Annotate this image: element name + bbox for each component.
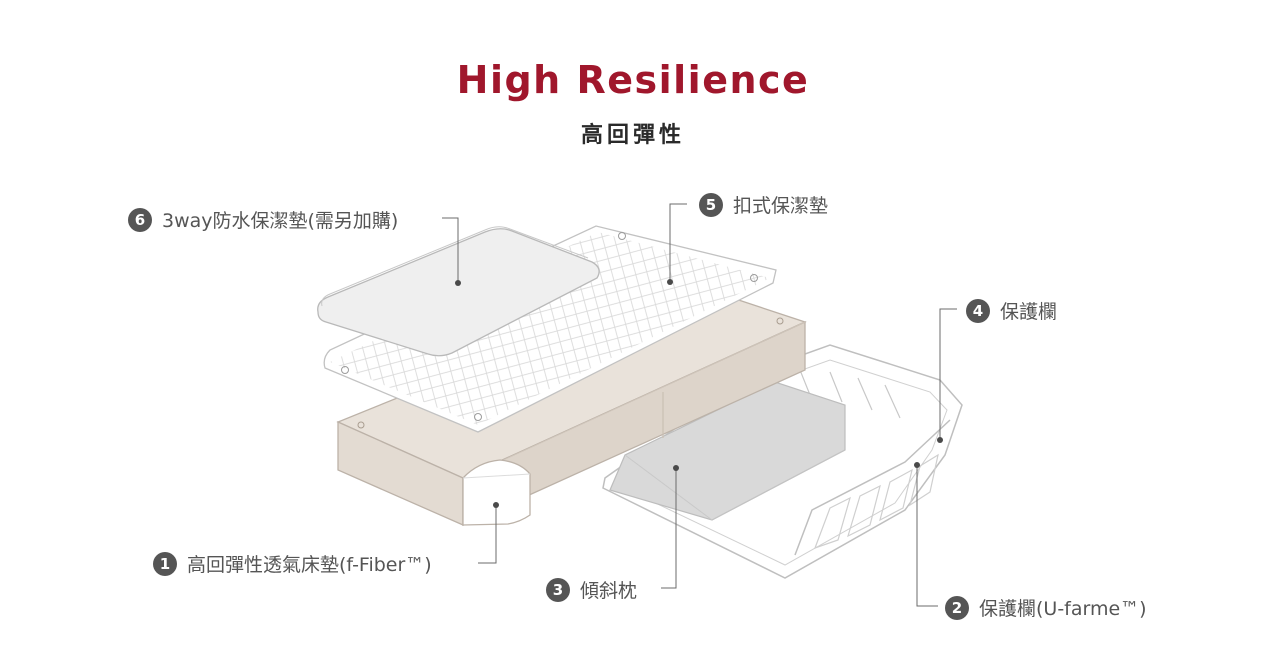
callout-text: 3way防水保潔墊(需另加購) bbox=[162, 206, 398, 233]
callout-number-badge: 4 bbox=[966, 299, 990, 323]
callout-number-badge: 5 bbox=[699, 193, 723, 217]
callout-text: 傾斜枕 bbox=[580, 576, 637, 603]
callout-1-mattress: 1 高回彈性透氣床墊(f-Fiber™) bbox=[153, 550, 432, 577]
callout-number-badge: 3 bbox=[546, 578, 570, 602]
callout-6-waterproof-pad: 6 3way防水保潔墊(需另加購) bbox=[128, 206, 398, 233]
callout-text: 保護欄(U-farme™) bbox=[979, 594, 1147, 621]
callout-number-badge: 6 bbox=[128, 208, 152, 232]
callout-text: 扣式保潔墊 bbox=[733, 191, 828, 218]
callout-text: 保護欄 bbox=[1000, 297, 1057, 324]
callout-number-badge: 2 bbox=[945, 596, 969, 620]
callout-2-u-frame: 2 保護欄(U-farme™) bbox=[945, 594, 1147, 621]
callout-number-badge: 1 bbox=[153, 552, 177, 576]
callout-5-button-pad: 5 扣式保潔墊 bbox=[699, 191, 828, 218]
callout-text: 高回彈性透氣床墊(f-Fiber™) bbox=[187, 550, 432, 577]
callout-3-wedge-pillow: 3 傾斜枕 bbox=[546, 576, 637, 603]
callout-4-guard: 4 保護欄 bbox=[966, 297, 1057, 324]
